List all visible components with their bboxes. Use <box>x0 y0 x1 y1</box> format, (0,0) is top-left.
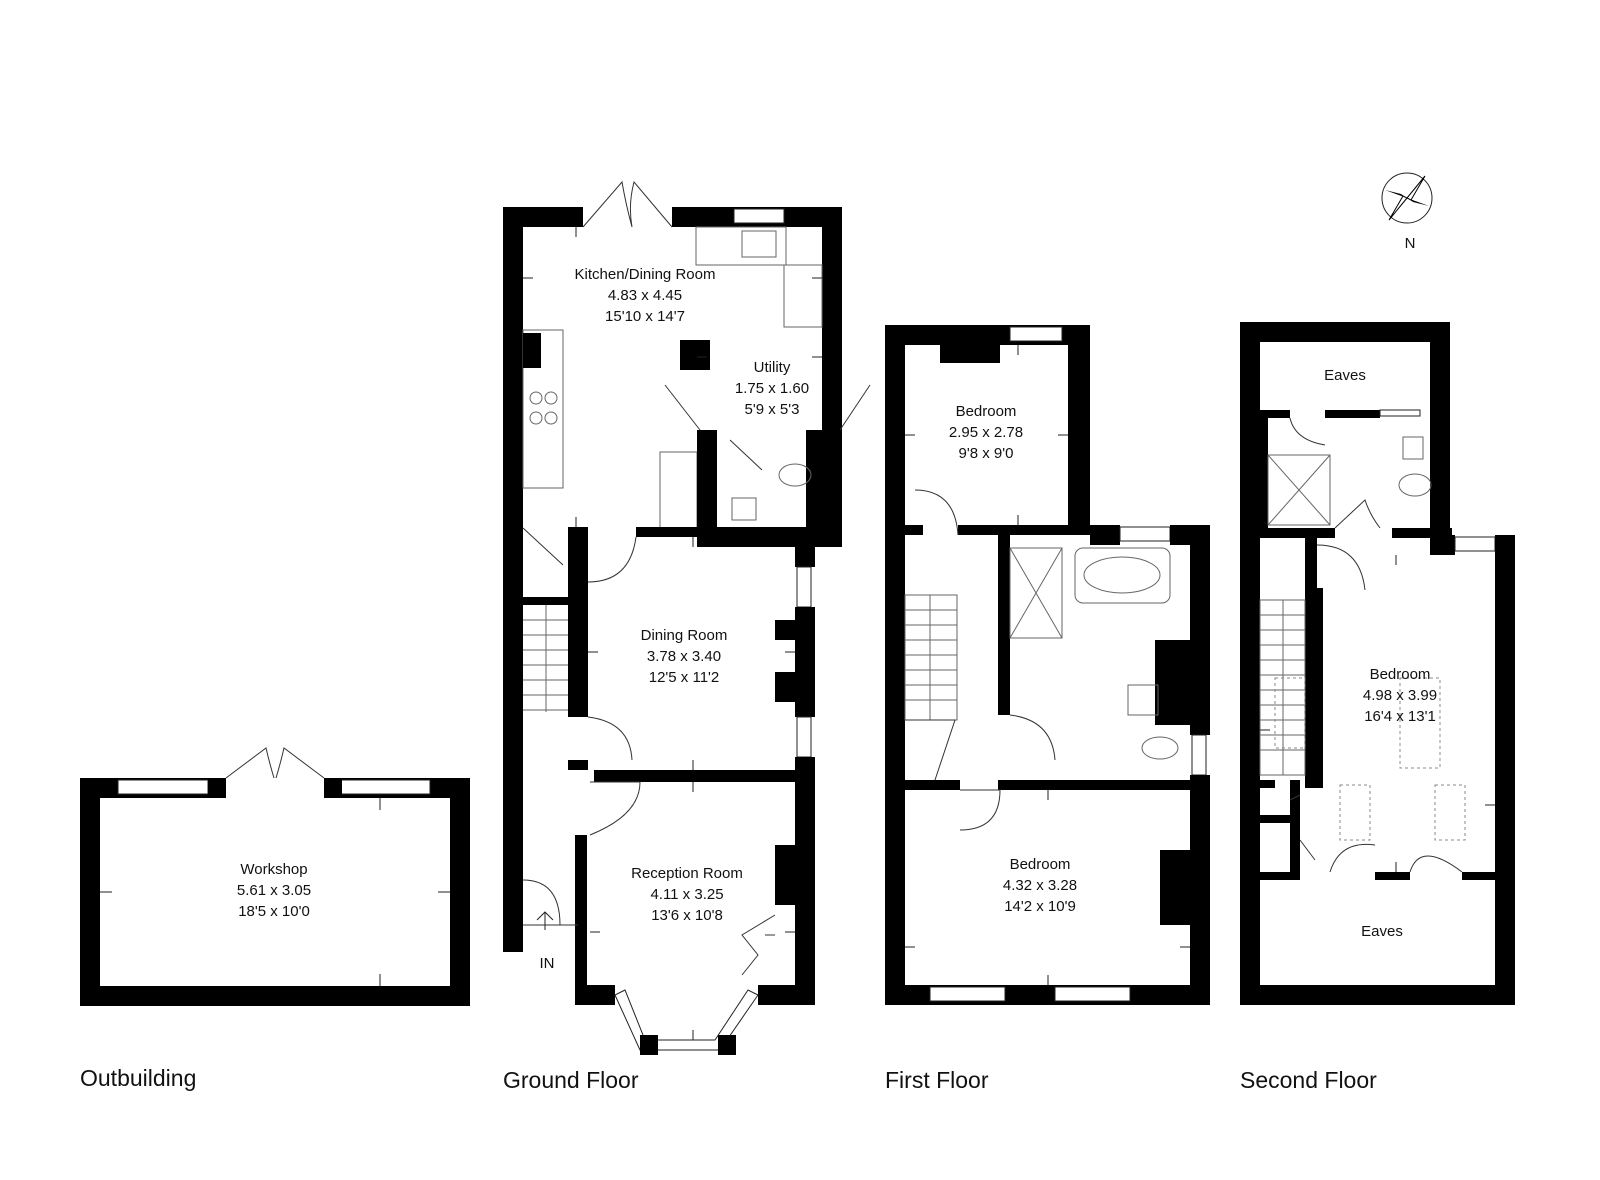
utility-metric: 1.75 x 1.60 <box>735 380 809 397</box>
workshop-metric: 5.61 x 3.05 <box>237 882 311 899</box>
kitchen-imperial: 15'10 x 14'7 <box>605 308 685 325</box>
reception-metric: 4.11 x 3.25 <box>650 886 723 903</box>
bedroom-ff-large-metric: 4.32 x 3.28 <box>1003 877 1077 894</box>
compass-rose-icon <box>1381 172 1433 224</box>
reception-name: Reception Room <box>631 865 743 882</box>
workshop-name: Workshop <box>240 861 307 878</box>
utility-name: Utility <box>754 359 791 376</box>
bedroom-ff-small-metric: 2.95 x 2.78 <box>949 424 1023 441</box>
entrance-label: IN <box>540 955 555 972</box>
floor-label-first: First Floor <box>885 1067 989 1093</box>
dining-metric: 3.78 x 3.40 <box>647 648 721 665</box>
second-floor-plan <box>1240 322 1515 1005</box>
bedroom-sf-metric: 4.98 x 3.99 <box>1363 687 1437 704</box>
workshop-imperial: 18'5 x 10'0 <box>238 903 310 920</box>
kitchen-name: Kitchen/Dining Room <box>575 266 716 283</box>
bedroom-ff-small-imperial: 9'8 x 9'0 <box>959 445 1014 462</box>
ground-floor-plan <box>503 180 871 1055</box>
kitchen-metric: 4.83 x 4.45 <box>608 287 682 304</box>
dining-imperial: 12'5 x 11'2 <box>649 669 720 686</box>
first-floor-plan <box>885 325 1210 1005</box>
utility-imperial: 5'9 x 5'3 <box>745 401 800 418</box>
eaves-top-name: Eaves <box>1324 367 1366 384</box>
bedroom-ff-large-imperial: 14'2 x 10'9 <box>1004 898 1076 915</box>
outbuilding-plan <box>80 747 470 1006</box>
floor-label-second: Second Floor <box>1240 1067 1377 1093</box>
reception-imperial: 13'6 x 10'8 <box>651 907 723 924</box>
dining-name: Dining Room <box>641 627 728 644</box>
floor-label-ground: Ground Floor <box>503 1067 639 1093</box>
floor-label-outbuilding: Outbuilding <box>80 1065 196 1091</box>
bedroom-sf-name: Bedroom <box>1370 666 1431 683</box>
eaves-bottom-name: Eaves <box>1361 923 1403 940</box>
bedroom-ff-large-name: Bedroom <box>1010 856 1071 873</box>
bedroom-sf-imperial: 16'4 x 13'1 <box>1364 708 1436 725</box>
bedroom-ff-small-name: Bedroom <box>956 403 1017 420</box>
compass-label: N <box>1405 235 1416 252</box>
